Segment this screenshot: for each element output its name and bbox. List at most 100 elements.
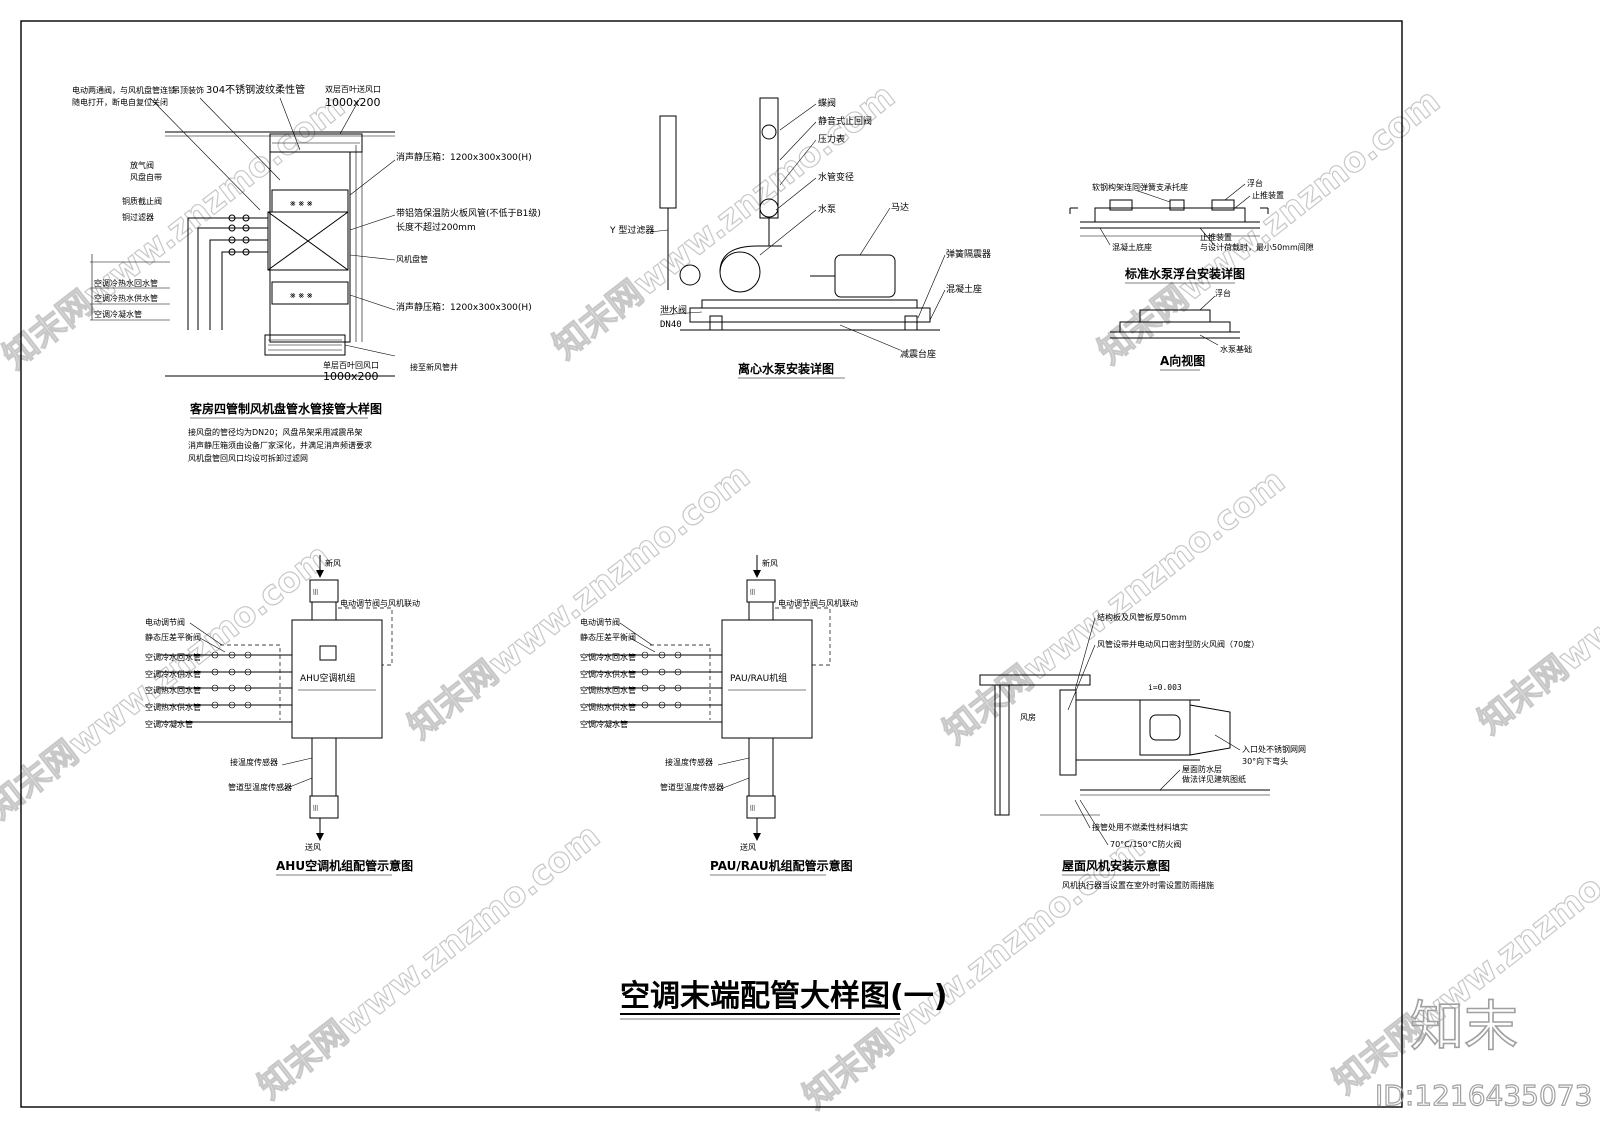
fcu-label: 304不锈钢波纹柔性管 (206, 83, 305, 96)
fcu-label: 吊顶装饰 (172, 85, 204, 95)
ahu-label: 新风 (325, 558, 341, 568)
ahu-label: 空调热水回水管 (145, 685, 201, 695)
brand-id: ID:1216435073 (1375, 1079, 1592, 1112)
fcu-label: 接至新风管井 (410, 362, 458, 372)
svg-text:⦚⦚⦚: ⦚⦚⦚ (750, 804, 755, 813)
watermark-layer: 知末网www.znzmo.com 知末网www.znzmo.com 知末网www… (0, 76, 1600, 1118)
pau-label: 新风 (762, 558, 778, 568)
pau-label: 电动调节阀 (580, 617, 620, 627)
roof-label: 30°向下弯头 (1242, 756, 1288, 766)
pau-label: 电动调节阀与风机联动 (778, 598, 858, 608)
pump-label: 混凝土座 (946, 283, 982, 295)
float-title: 标准水泵浮台安装详图 (1124, 266, 1245, 281)
pau-label: 空调冷凝水管 (580, 719, 628, 729)
watermark: 知末网www.znzmo.com (0, 86, 353, 377)
ahu-label: 电动调节阀 (145, 617, 185, 627)
ahu-label: 管道型温度传感器 (228, 782, 292, 792)
fcu-label: 放气阀 (130, 160, 154, 170)
roof-title: 屋面风机安装示意图 (1062, 858, 1170, 873)
watermark: 知末网www.znzmo.com (936, 461, 1293, 752)
ahu-label: 空调冷水供水管 (145, 669, 201, 679)
ahu-label: 空调冷水回水管 (145, 652, 201, 662)
fcu-detail: ⨳ ⨳ ⨳ ⨳ ⨳ ⨳ (72, 83, 541, 463)
roof-note: 风机执行器当设置在室外时需设置防雨措施 (1062, 880, 1214, 890)
fcu-label: 空调冷热水回水管 (94, 278, 158, 288)
pump-label: 马达 (891, 201, 909, 213)
svg-text:⨳ ⨳ ⨳: ⨳ ⨳ ⨳ (290, 199, 313, 209)
pump-title: 离心水泵安装详图 (738, 361, 834, 376)
fcu-label: 风盘自带 (130, 172, 162, 182)
fcu-label: 铜质截止阀 (122, 196, 162, 206)
ahu-label: 空调冷凝水管 (145, 719, 193, 729)
fcu-label: 铜过滤器 (122, 212, 154, 222)
pump-label: 减震台座 (900, 348, 936, 360)
svg-text:⦚⦚⦚: ⦚⦚⦚ (313, 804, 318, 813)
pau-label: 空调冷水回水管 (580, 652, 636, 662)
float-view-title: A向视图 (1160, 353, 1205, 368)
brand-logo: 知末 (1410, 995, 1518, 1058)
fcu-label: 电动两通阀，与风机盘管连锁 (72, 85, 176, 95)
roof-label: 做法详见建筑图纸 (1182, 774, 1246, 784)
fcu-label: 空调冷热水供水管 (94, 293, 158, 303)
sheet-border (20, 20, 1403, 1108)
roof-label: 风管设带并电动风口密封型防火风阀（70度） (1097, 639, 1259, 649)
ahu-unit: AHU空调机组 (300, 672, 356, 684)
ahu-label: 空调热水供水管 (145, 702, 201, 712)
fcu-label: 单层百叶回风口 (323, 360, 379, 370)
fcu-note: 风机盘管回风口均设可拆卸过滤网 (188, 453, 308, 463)
sheet-title: 空调末端配管大样图(一) (620, 979, 947, 1014)
fcu-title: 客房四管制风机盘管水管接管大样图 (189, 401, 382, 416)
fcu-label: 随电打开，断电自复位关闭 (72, 97, 168, 107)
ahu-label: 电动调节阀与风机联动 (340, 598, 420, 608)
pump-label: 蝶阀 (818, 97, 836, 109)
pau-label: 管道型温度传感器 (660, 782, 724, 792)
float-label: 浮台 (1215, 288, 1231, 298)
pau-label: 送风 (740, 842, 756, 852)
roof-label: 入口处不锈钢网网 (1242, 744, 1306, 754)
float-label: 与设计荷载时，最小50mm间隙 (1200, 242, 1314, 252)
fcu-label: 双层百叶送风口 (325, 84, 381, 94)
pump-label: 泄水阀 (660, 304, 687, 316)
watermark: 知末网www.znzmo.com (1326, 811, 1600, 1102)
ahu-label: 静态压差平衡阀 (145, 632, 201, 642)
pump-detail: 蝶阀 静音式止回阀 压力表 水管变径 水泵 马达 Y 型过滤器 弹簧隔震器 混凝… (609, 97, 991, 379)
fcu-label: 1000x200 (325, 96, 381, 109)
watermark: 知末网www.znzmo.com (1091, 81, 1448, 372)
roof-label: 风房 (1020, 712, 1036, 722)
pau-label: 空调冷水供水管 (580, 669, 636, 679)
float-label: 浮台 (1247, 178, 1263, 188)
fcu-label: 长度不超过200mm (396, 221, 476, 233)
pau-label: 空调热水回水管 (580, 685, 636, 695)
fcu-note: 接风盘的管径均为DN20；风盘吊架采用减震吊架 (188, 427, 362, 437)
roof-label: 结构板及风管板厚50mm (1097, 612, 1187, 622)
pau-unit: PAU/RAU机组 (730, 672, 787, 684)
svg-text:⨳ ⨳ ⨳: ⨳ ⨳ ⨳ (290, 291, 313, 301)
svg-text:⦚⦚⦚: ⦚⦚⦚ (313, 588, 318, 597)
fcu-note: 消声静压箱须由设备厂家深化，并满足消声频谱要求 (188, 440, 372, 450)
pump-label: DN40 (660, 320, 682, 330)
ahu-label: 接温度传感器 (230, 757, 278, 767)
pau-label: 空调热水供水管 (580, 702, 636, 712)
fcu-label: 带铝箔保温防火板风管(不低于B1级) (396, 207, 541, 219)
roof-label: 接管处用不燃柔性材料填实 (1092, 822, 1188, 832)
pump-label: 静音式止回阀 (818, 115, 872, 127)
roof-label: i=0.003 (1148, 683, 1182, 692)
watermark: 知末网www.znzmo.com (1471, 451, 1600, 742)
fcu-label: 空调冷凝水管 (94, 309, 142, 319)
pump-label: 水管变径 (818, 171, 854, 183)
roof-label: 70°C/150°C防火阀 (1110, 839, 1181, 849)
ahu-label: 送风 (305, 842, 321, 852)
fcu-label: 风机盘管 (396, 254, 428, 264)
fcu-label: 消声静压箱：1200x300x300(H) (396, 151, 532, 163)
float-label: 水泵基础 (1220, 344, 1252, 354)
roof-detail: 结构板及风管板厚50mm 风管设带并电动风口密封型防火风阀（70度） i=0.0… (979, 612, 1306, 890)
pump-label: 压力表 (818, 133, 845, 145)
pau-label: 静态压差平衡阀 (580, 632, 636, 642)
float-label: 止推装置 (1252, 190, 1284, 200)
ahu-detail: 新风 ⦚⦚⦚ AHU空调机组 电动调节阀与风机联动 电动调节阀 静态压差平衡阀 … (145, 555, 420, 876)
pump-label: 弹簧隔震器 (946, 248, 991, 260)
float-label: 混凝土底座 (1112, 242, 1152, 252)
svg-text:⦚⦚⦚: ⦚⦚⦚ (750, 588, 755, 597)
pau-detail: 新风 ⦚⦚⦚ PAU/RAU机组 电动调节阀与风机联动 电动调节阀 静态压差平衡… (580, 555, 858, 876)
